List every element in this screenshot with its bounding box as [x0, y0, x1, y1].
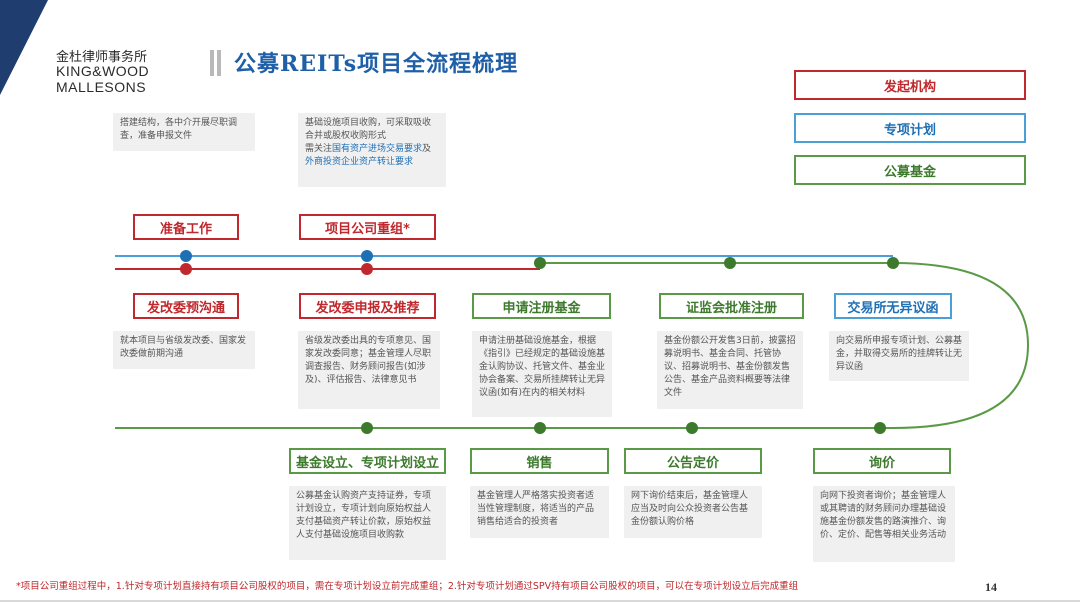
label-sales: 销售 [470, 448, 609, 474]
corner-decoration [0, 0, 48, 95]
label-inquiry: 询价 [813, 448, 951, 474]
dot-green-sales [534, 422, 546, 434]
note-ndrc-pre: 就本项目与省级发改委、国家发改委做前期沟通 [113, 331, 255, 369]
legend-initiator: 发起机构 [794, 70, 1026, 100]
dot-green-exchange [887, 257, 899, 269]
page-number: 14 [985, 580, 997, 594]
dot-green-register [534, 257, 546, 269]
note-ndrc-apply: 省级发改委出具的专项意见、国家发改委同意；基金管理人尽职调查报告、财务顾问报告(… [298, 331, 440, 409]
label-restructure: 项目公司重组* [299, 214, 436, 240]
dot-red-ndrc-apply [361, 263, 373, 275]
logo-en-1: KING&WOOD [56, 63, 150, 79]
logo-cn: 金杜律师事务所 [56, 50, 148, 65]
note-fund-setup: 公募基金认购资产支持证券，专项计划设立，专项计划向原始权益人支付基础资产转让价款… [289, 486, 446, 560]
label-fund-register: 申请注册基金 [472, 293, 611, 319]
dot-green-csrc [724, 257, 736, 269]
label-ndrc-apply: 发改委申报及推荐 [299, 293, 436, 319]
dot-blue-prep [180, 250, 192, 262]
label-prep: 准备工作 [133, 214, 239, 240]
page-title: 公募REITs项目全流程梳理 [234, 51, 519, 77]
note-sales: 基金管理人严格落实投资者适当性管理制度，将适当的产品销售给适合的投资者 [470, 486, 609, 538]
green-track-line [115, 262, 1030, 429]
bottom-divider [0, 600, 1080, 602]
title-bars-decoration [210, 50, 224, 80]
logo-en-2: MALLESONS [56, 79, 147, 95]
dot-green-pricing [686, 422, 698, 434]
dot-red-ndrc-pre [180, 263, 192, 275]
dot-blue-restructure [361, 250, 373, 262]
dot-green-inquiry [874, 422, 886, 434]
label-ndrc-pre: 发改委预沟通 [133, 293, 239, 319]
note-pricing: 网下询价结束后，基金管理人应当及时向公众投资者公告基金份额认购价格 [624, 486, 762, 538]
dot-green-setup [361, 422, 373, 434]
note-restructure: 基础设施项目收购，可采取吸收合并或股权收购形式 需关注国有资产进场交易要求及外商… [298, 113, 446, 187]
legend-public-fund: 公募基金 [794, 155, 1026, 185]
label-fund-setup: 基金设立、专项计划设立 [289, 448, 446, 474]
label-pricing: 公告定价 [624, 448, 762, 474]
note-fund-register: 申请注册基础设施基金，根据《指引》已经规定的基础设施基金认购协议、托管文件、基金… [472, 331, 612, 417]
note-prep: 搭建结构，各中介开展尽职调查，准备申报文件 [113, 113, 255, 151]
label-csrc: 证监会批准注册 [659, 293, 804, 319]
note-inquiry: 向网下投资者询价；基金管理人或其聘请的财务顾问办理基础设施基金份额发售的路演推介… [813, 486, 955, 562]
note-exchange: 向交易所申报专项计划、公募基金，并取得交易所的挂牌转让无异议函 [829, 331, 969, 381]
footnote: *项目公司重组过程中，1.针对专项计划直接持有项目公司股权的项目，需在专项计划设… [16, 581, 799, 592]
label-exchange: 交易所无异议函 [834, 293, 952, 319]
legend-special-plan: 专项计划 [794, 113, 1026, 143]
note-csrc: 基金份额公开发售3日前，披露招募说明书、基金合同、托管协议、招募说明书、基金份额… [657, 331, 803, 409]
